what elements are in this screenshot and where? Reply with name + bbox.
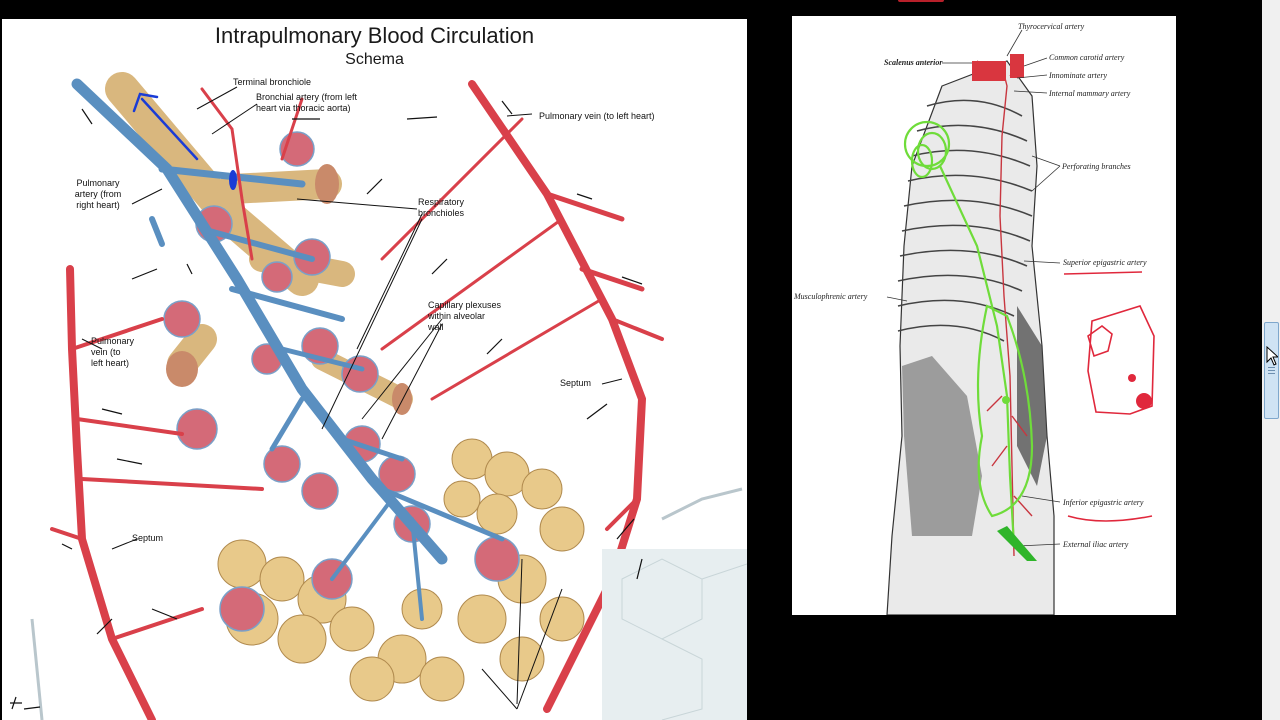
label-pulmonary-vein-left: Pulmonary vein (to left heart) <box>91 336 135 368</box>
vertical-scrollbar[interactable] <box>1262 0 1280 720</box>
label-inferior-epigastric-artery: Inferior epigastric artery <box>1063 498 1144 507</box>
label-pulmonary-vein-top: Pulmonary vein (to left heart) <box>539 111 655 121</box>
label-thyrocervical-artery: Thyrocervical artery <box>1018 22 1085 31</box>
red-mark <box>898 0 944 2</box>
label-innominate-artery: Innominate artery <box>1049 71 1107 80</box>
label-scalenus-anterior: Scalenus anterior <box>884 58 943 67</box>
label-capillary-plexuses: Capillary plexuses within alveolar wall <box>428 300 502 332</box>
label-external-iliac-artery: External iliac artery <box>1063 540 1129 549</box>
label-septum-right: Septum <box>560 378 592 388</box>
label-respiratory-bronchioles: Respiratory bronchioles <box>418 197 465 218</box>
figure-title: Intrapulmonary Blood Circulation <box>214 23 535 48</box>
label-superior-epigastric-artery: Superior epigastric artery <box>1063 258 1147 267</box>
label-septum-left: Septum <box>132 533 164 543</box>
pulmonary-circulation-figure: Intrapulmonary Blood Circulation Schema … <box>2 19 747 720</box>
label-internal-mammary-artery: Internal mammary artery <box>1049 89 1131 98</box>
grip-line <box>1268 373 1275 374</box>
figure-subtitle: Schema <box>345 51 404 68</box>
grip-line <box>1268 370 1275 371</box>
pulmonary-illustration <box>10 72 747 720</box>
thorax-illustration <box>886 29 1155 615</box>
label-perforating-branches: Perforating branches <box>1062 162 1131 171</box>
mouse-cursor-icon <box>1266 346 1278 366</box>
label-common-carotid-artery: Common carotid artery <box>1049 53 1125 62</box>
scrollbar-thumb[interactable] <box>1264 322 1279 419</box>
epigastric-arteries-figure: Thyrocervical artery Scalenus anterior C… <box>792 16 1176 615</box>
label-pulmonary-artery: Pulmonary artery (from right heart) <box>74 178 122 210</box>
label-musculophrenic-artery: Musculophrenic artery <box>794 292 868 301</box>
label-bronchial-artery: Bronchial artery (from left heart via th… <box>256 92 358 113</box>
label-terminal-bronchiole: Terminal bronchiole <box>233 77 312 87</box>
grip-line <box>1268 367 1275 368</box>
